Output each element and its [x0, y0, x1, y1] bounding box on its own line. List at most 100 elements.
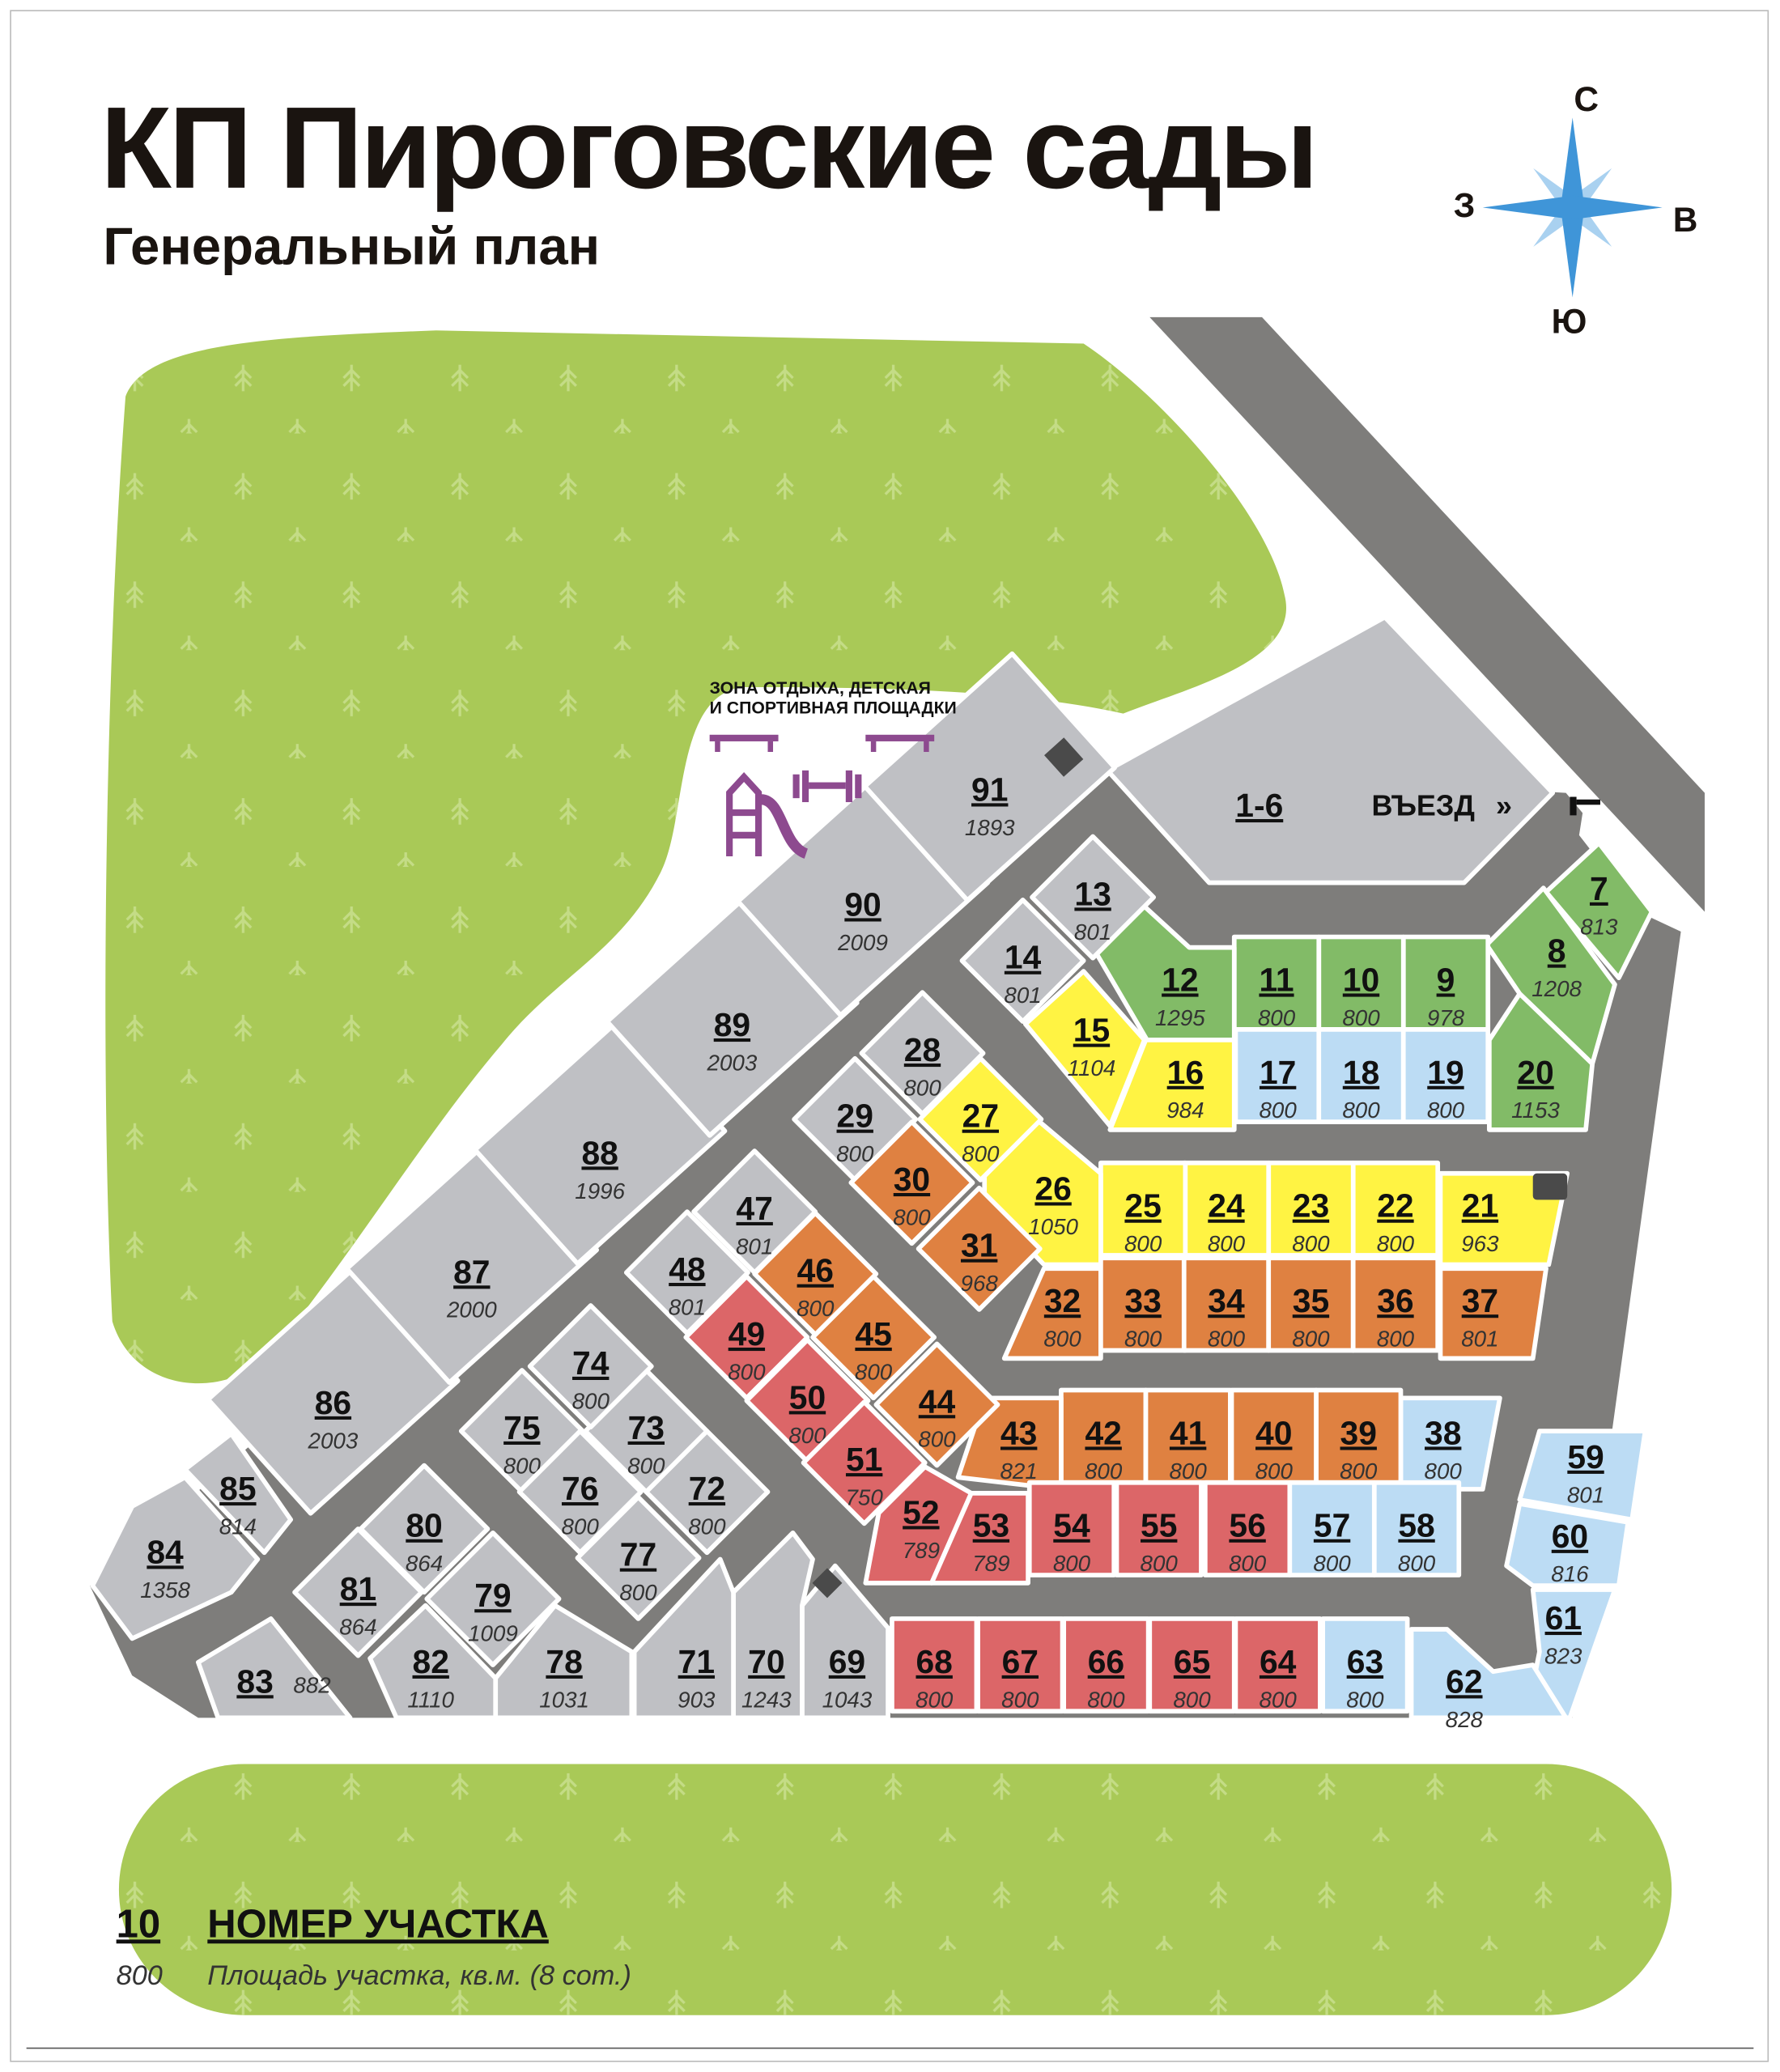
- plot-shape[interactable]: [859, 990, 986, 1117]
- plot-shape[interactable]: [691, 1149, 818, 1276]
- plot-shape[interactable]: [1114, 1480, 1204, 1577]
- plot-shape[interactable]: [182, 1431, 294, 1556]
- plot-shape[interactable]: [292, 1526, 424, 1658]
- plot-shape[interactable]: [631, 1556, 736, 1721]
- plot-shape[interactable]: [1001, 1266, 1103, 1361]
- plot-shape[interactable]: [1350, 1255, 1441, 1353]
- plot-shape[interactable]: [1030, 834, 1157, 961]
- plot-shape[interactable]: [575, 1494, 702, 1621]
- plot-shape[interactable]: [1408, 1627, 1569, 1721]
- plot-shape[interactable]: [1105, 614, 1556, 885]
- plot-shape[interactable]: [1316, 1026, 1406, 1124]
- plot-shape[interactable]: [1544, 840, 1655, 981]
- plot-shape[interactable]: [367, 1603, 499, 1721]
- plot-shape[interactable]: [1181, 1255, 1272, 1353]
- plot-shape[interactable]: [1486, 991, 1595, 1132]
- plot-shape[interactable]: [1233, 1026, 1323, 1124]
- plot-shape[interactable]: [1026, 1480, 1117, 1577]
- plot-shape[interactable]: [929, 1490, 1030, 1586]
- plot-shape[interactable]: [873, 1341, 1000, 1468]
- plot-shape[interactable]: [1438, 1266, 1548, 1361]
- plot-shape[interactable]: [1350, 1160, 1441, 1258]
- plot-shape[interactable]: [424, 1530, 562, 1667]
- plot-shape[interactable]: [915, 1185, 1043, 1312]
- plot-shape[interactable]: [890, 1616, 979, 1714]
- plot-shape[interactable]: [1517, 1429, 1648, 1522]
- plot-shape[interactable]: [1181, 1160, 1272, 1258]
- plot-shape[interactable]: [196, 1616, 353, 1721]
- plot-shape[interactable]: [1320, 1616, 1410, 1714]
- plot-shape[interactable]: [801, 1399, 928, 1526]
- plot-shape[interactable]: [848, 1119, 975, 1246]
- plot-shape[interactable]: [1107, 1038, 1237, 1132]
- plot-shape[interactable]: [1371, 1480, 1462, 1577]
- plot-1-6[interactable]: 1-6: [1105, 614, 1556, 885]
- plot-shape[interactable]: [975, 1616, 1065, 1714]
- plot-shape[interactable]: [1504, 1501, 1631, 1588]
- plot-shape[interactable]: [959, 897, 1086, 1024]
- plot-shape[interactable]: [90, 1475, 261, 1641]
- plot-shape[interactable]: [1231, 934, 1322, 1032]
